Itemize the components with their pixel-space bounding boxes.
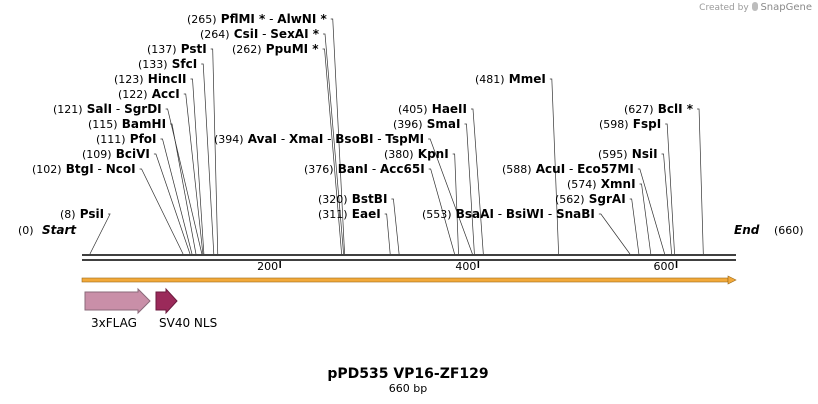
enzyme-label-bsaai[interactable]: (553) BsaAI - BsiWI - SnaBI — [422, 207, 595, 221]
cut-line-nsii — [661, 153, 672, 255]
cut-line-kpni — [452, 153, 459, 255]
enzyme-label-ecoi[interactable]: (311) EaeI — [318, 207, 381, 221]
enzyme-label-bcivi[interactable]: (109) BciVI — [82, 147, 150, 161]
cut-line-ecoi — [384, 213, 391, 255]
enzyme-label-acui[interactable]: (588) AcuI - Eco57MI — [502, 162, 634, 176]
feature-sv40-nls-label: SV40 NLS — [159, 316, 217, 330]
snapgene-credit: Created by SnapGene — [699, 2, 812, 13]
cut-line-smai — [464, 123, 475, 255]
enzyme-label-xmni[interactable]: (574) XmnI — [567, 177, 636, 191]
cut-line-sali — [165, 108, 203, 255]
start-label: Start — [42, 223, 77, 237]
cut-line-avai — [428, 138, 473, 255]
ruler-tick-label: 400 — [455, 260, 476, 273]
enzyme-label-kpni[interactable]: (380) KpnI — [384, 147, 449, 161]
enzyme-label-sali[interactable]: (121) SalI - SgrDI — [53, 102, 162, 116]
cut-line-pfoi — [160, 138, 193, 255]
enzyme-label-fspi[interactable]: (598) FspI — [599, 117, 661, 131]
credit-prefix: Created by — [699, 3, 749, 13]
feature-3xflag-arrow[interactable] — [84, 287, 151, 315]
cut-line-xmni — [639, 183, 652, 255]
cut-line-mmei — [549, 78, 559, 255]
start-position: (0) — [18, 224, 34, 237]
cut-line-hincii — [190, 78, 205, 255]
enzyme-label-pflmi[interactable]: (265) PflMI * - AlwNI * — [187, 12, 327, 26]
ruler-tick-label: 200 — [257, 260, 278, 273]
enzyme-label-acci[interactable]: (122) AccI — [118, 87, 180, 101]
enzyme-label-nsii[interactable]: (595) NsiI — [598, 147, 658, 161]
cut-line-pflmi — [330, 18, 345, 255]
cut-line-ppumi — [322, 48, 342, 255]
cut-line-btgi — [139, 168, 184, 255]
enzyme-labels: (8) PsiI (311) EaeI (553) BsaAI - BsiWI - … — [32, 12, 694, 221]
ruler-tick-label: 600 — [654, 260, 675, 273]
cut-line-bsaai — [598, 213, 631, 255]
cut-line-fspi — [665, 123, 675, 255]
cut-line-psti — [210, 48, 219, 255]
cut-line-bamhi — [170, 123, 197, 255]
cut-line-bani — [428, 168, 455, 255]
enzyme-label-bcli[interactable]: (627) BclI * — [624, 102, 694, 116]
enzyme-label-sfci[interactable]: (133) SfcI — [138, 57, 197, 71]
feature-sv40-nls-arrow[interactable] — [155, 287, 178, 315]
enzyme-label-haeii[interactable]: (405) HaeII — [398, 102, 467, 116]
cut-line-psii — [89, 213, 111, 255]
cut-line-csii — [323, 33, 344, 255]
cut-line-acci — [183, 93, 204, 255]
enzyme-label-bamhi[interactable]: (115) BamHI — [88, 117, 166, 131]
cut-line-acui — [637, 168, 665, 255]
enzyme-label-bstbi[interactable]: (320) BstBI — [318, 192, 387, 206]
end-label: End — [734, 223, 760, 237]
ruler-ticks: 200 400 600 — [257, 260, 678, 273]
plasmid-title: pPD535 VP16-ZF129 — [327, 366, 488, 382]
enzyme-label-mmei[interactable]: (481) MmeI — [475, 72, 546, 86]
enzyme-label-psii[interactable]: (8) PsiI — [60, 207, 104, 221]
enzyme-label-csii[interactable]: (264) CsiI - SexAI * — [200, 27, 320, 41]
enzyme-label-bani[interactable]: (376) BanI - Acc65I — [304, 162, 425, 176]
enzyme-label-pfoi[interactable]: (111) PfoI — [96, 132, 157, 146]
cut-line-bcivi — [153, 153, 191, 255]
cut-line-bcli — [697, 108, 704, 255]
plasmid-size: 660 bp — [389, 382, 427, 395]
end-position: (660) — [774, 224, 804, 237]
enzyme-label-btgi[interactable]: (102) BtgI - NcoI — [32, 162, 136, 176]
enzyme-label-sgrai[interactable]: (562) SgrAI — [555, 192, 626, 206]
feature-3xflag-label: 3xFLAG — [91, 316, 137, 330]
cut-lines — [89, 18, 704, 255]
cut-line-sgrai — [629, 198, 640, 255]
cut-line-bstbi — [391, 198, 400, 255]
orf-bar — [81, 275, 737, 285]
enzyme-label-psti[interactable]: (137) PstI — [147, 42, 207, 56]
cut-line-sfci — [201, 63, 215, 255]
snapgene-logo-icon — [751, 2, 758, 11]
enzyme-label-ppumi[interactable]: (262) PpuMI * — [232, 42, 319, 56]
credit-brand: SnapGene — [760, 2, 812, 13]
enzyme-label-hincii[interactable]: (123) HincII — [114, 72, 187, 86]
enzyme-label-smai[interactable]: (396) SmaI — [393, 117, 460, 131]
enzyme-label-avai[interactable]: (394) AvaI - XmaI - BsoBI - TspMI — [214, 132, 424, 146]
cut-line-haeii — [470, 108, 484, 255]
